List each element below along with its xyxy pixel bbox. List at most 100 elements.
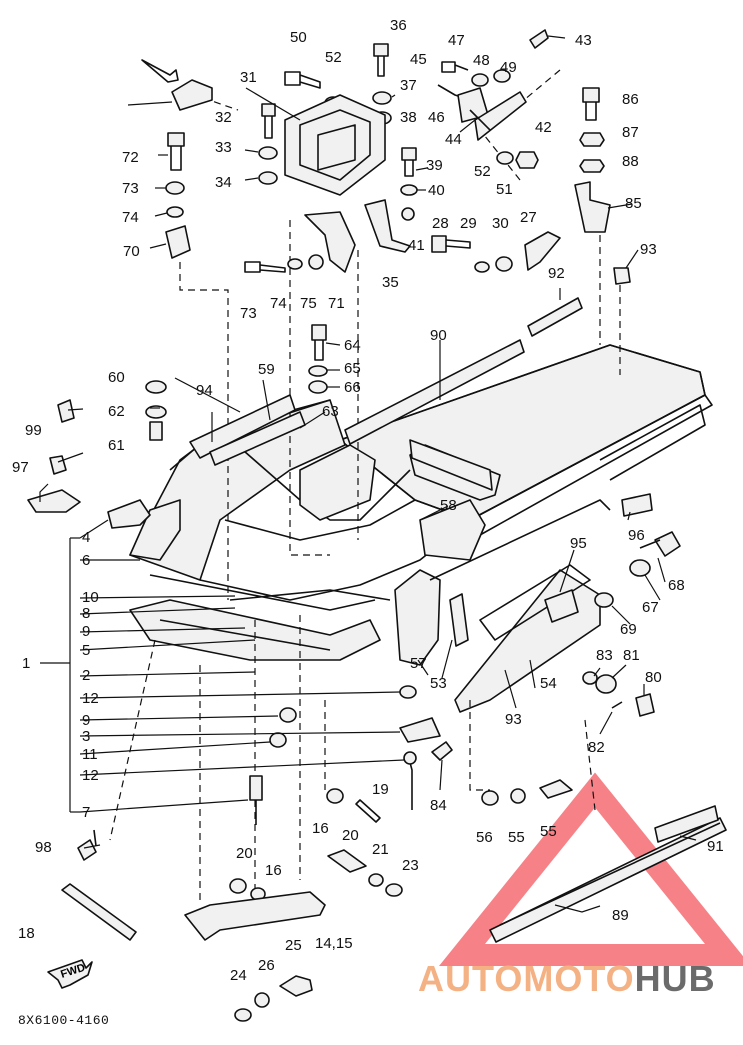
callout-78: 82 xyxy=(588,739,605,756)
callout-87: 91 xyxy=(707,838,724,855)
callout-82: 86 xyxy=(622,91,639,108)
callout-43: 43 xyxy=(575,32,592,49)
callout-55: 55 xyxy=(540,823,557,840)
callout-28: 28 xyxy=(432,215,449,232)
callout-22: 21 xyxy=(372,841,389,858)
callout-74-top: 73 xyxy=(122,180,139,197)
callout-97: 93 xyxy=(640,241,657,258)
callout-26: 26 xyxy=(258,957,275,974)
callout-76: 80 xyxy=(645,669,662,686)
callout-65: 64 xyxy=(344,337,361,354)
callout-18: 18 xyxy=(18,925,35,942)
callout-59: 58 xyxy=(440,497,457,514)
callout-58: 57 xyxy=(410,655,427,672)
watermark-part-a: AUTOMOTO xyxy=(418,958,635,999)
callout-56: 55 xyxy=(508,829,525,846)
callout-2: 2 xyxy=(82,667,90,684)
callout-67: 66 xyxy=(344,379,361,396)
callout-12: 12 xyxy=(82,767,99,784)
callout-38: 38 xyxy=(400,109,417,126)
callout-81: 85 xyxy=(625,195,642,212)
callout-88: 92 xyxy=(548,265,565,282)
callout-64: 63 xyxy=(322,403,339,420)
callout-54: 53 xyxy=(430,675,447,692)
group-bracket-1 xyxy=(40,537,80,813)
callout-4: 4 xyxy=(82,529,90,546)
callout-3: 3 xyxy=(82,728,90,745)
callout-75-mid: 75 xyxy=(300,295,317,312)
callout-34: 34 xyxy=(215,174,232,191)
callout-30: 30 xyxy=(492,215,509,232)
callout-23: 23 xyxy=(402,857,419,874)
callout-66: 65 xyxy=(344,360,361,377)
callout-45: 45 xyxy=(410,51,427,68)
watermark-triangle xyxy=(439,772,743,966)
callout-70: 69 xyxy=(620,621,637,638)
callout-42: 42 xyxy=(535,119,552,136)
callout-57: 56 xyxy=(476,829,493,846)
callout-60: 59 xyxy=(258,361,275,378)
callout-24: 24 xyxy=(230,967,247,984)
callout-85: 89 xyxy=(612,907,629,924)
callout-1: 1 xyxy=(22,655,30,672)
callout-19: 19 xyxy=(372,781,389,798)
callout-labels: 50 52 36 47 43 31 48 49 45 37 86 32 38 4… xyxy=(12,17,724,984)
callout-93: 97 xyxy=(12,459,29,476)
callout-50: 50 xyxy=(290,29,307,46)
callout-73-top: 72 xyxy=(122,149,139,166)
callout-44: 44 xyxy=(445,131,462,148)
callout-86: 90 xyxy=(430,327,447,344)
callout-17: 16 xyxy=(312,820,329,837)
callout-94: 98 xyxy=(35,839,52,856)
callout-72: 71 xyxy=(328,295,345,312)
callout-71: 70 xyxy=(123,243,140,260)
callout-10: 10 xyxy=(82,589,99,606)
callout-47: 47 xyxy=(448,32,465,49)
callout-41: 41 xyxy=(408,237,425,254)
callout-62: 61 xyxy=(108,437,125,454)
callout-49: 49 xyxy=(500,59,517,76)
callout-89: 93 xyxy=(505,711,522,728)
callout-90: 94 xyxy=(196,382,213,399)
callout-92: 96 xyxy=(628,527,645,544)
callout-63: 62 xyxy=(108,403,125,420)
callout-80: 84 xyxy=(430,797,447,814)
callout-11: 11 xyxy=(82,746,98,763)
small-parts: FWD xyxy=(27,29,727,1022)
callout-29: 29 xyxy=(460,215,477,232)
callout-52-mid: 52 xyxy=(474,163,491,180)
callout-95: 99 xyxy=(25,422,42,439)
callout-16: 16 xyxy=(265,862,282,879)
callout-51: 51 xyxy=(496,181,513,198)
callout-52-top: 52 xyxy=(325,49,342,66)
callout-7: 7 xyxy=(82,804,90,821)
callout-32: 32 xyxy=(215,109,232,126)
callout-13: 12 xyxy=(82,690,99,707)
callout-46: 46 xyxy=(428,109,445,126)
callout-83: 87 xyxy=(622,124,639,141)
callout-14-15: 14,15 xyxy=(315,935,353,952)
callout-33: 33 xyxy=(215,139,232,156)
callout-6: 6 xyxy=(82,552,90,569)
watermark-part-b: HUB xyxy=(634,958,716,999)
callout-27: 27 xyxy=(520,209,537,226)
callout-75-top: 74 xyxy=(122,209,139,226)
callout-53: 54 xyxy=(540,675,557,692)
callout-5: 5 xyxy=(82,642,90,659)
callout-39: 39 xyxy=(426,157,443,174)
callout-74-mid: 74 xyxy=(270,295,287,312)
callout-61: 60 xyxy=(108,369,125,386)
callout-68: 67 xyxy=(642,599,659,616)
drawing-code: 8X6100-4160 xyxy=(18,1013,110,1028)
callout-69: 68 xyxy=(668,577,685,594)
callout-48: 48 xyxy=(473,52,490,69)
callout-73-mid: 73 xyxy=(240,305,257,322)
callout-84: 88 xyxy=(622,153,639,170)
callout-8: 8 xyxy=(82,605,90,622)
callout-20: 20 xyxy=(236,845,253,862)
callout-40: 40 xyxy=(428,182,445,199)
callout-35: 35 xyxy=(382,274,399,291)
callout-21: 20 xyxy=(342,827,359,844)
leader-lines xyxy=(39,35,697,913)
